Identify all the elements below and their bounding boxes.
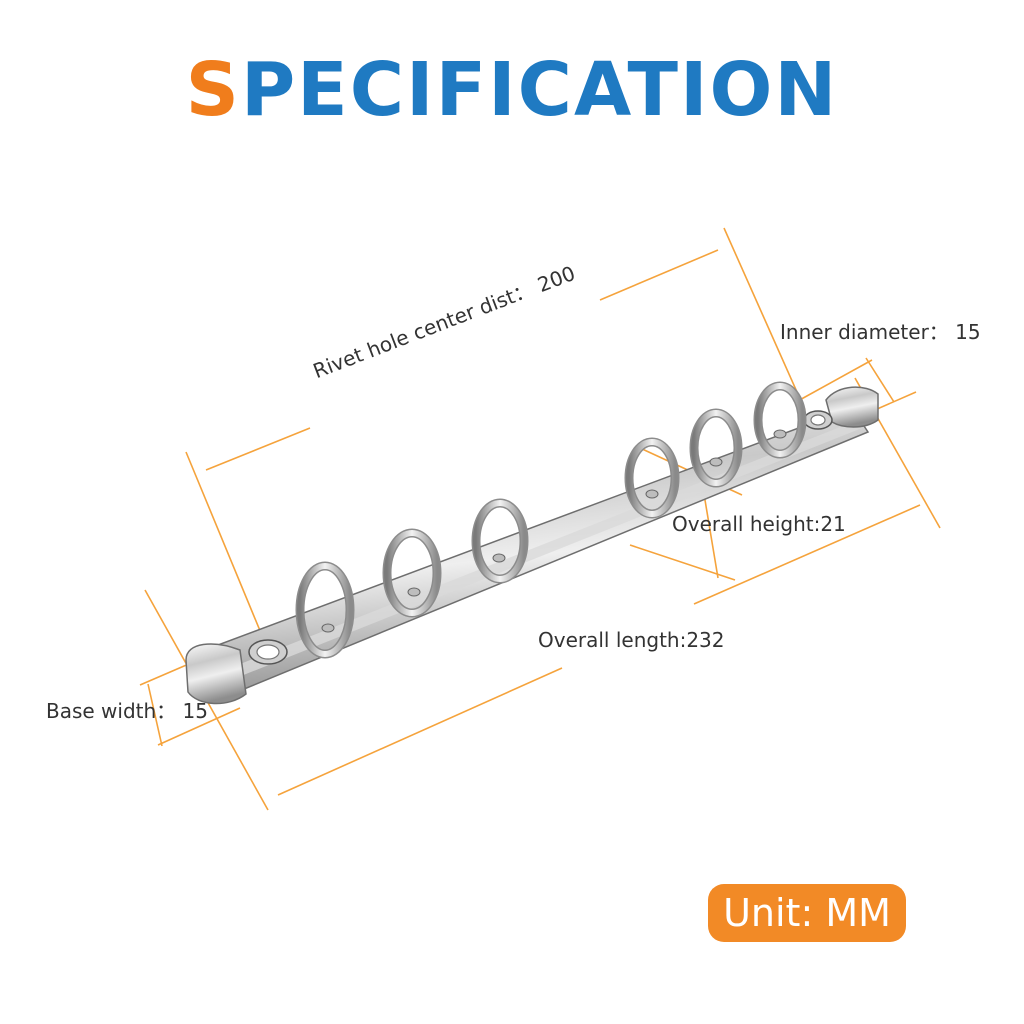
rivet-extension-left [185, 451, 269, 651]
page-title: SPECIFICATION [0, 48, 1024, 132]
title-first-letter: S [185, 47, 241, 133]
inner-diameter-top [795, 359, 873, 403]
rivet-dimension-right [599, 249, 719, 301]
base-width-label: Base width： 15 [46, 699, 208, 723]
height-bottom [629, 544, 736, 581]
rivet-dimension-left [205, 427, 311, 471]
inner-diameter-tick [865, 357, 895, 403]
binder-rings [295, 381, 807, 659]
base-width-tick [147, 683, 163, 747]
rivet-extension-right [723, 227, 806, 411]
base-width-bottom [157, 707, 241, 746]
ring-4 [624, 437, 680, 519]
ring-2 [382, 528, 442, 618]
ring-1 [295, 561, 355, 659]
rivet-hole-right [803, 410, 833, 430]
ring-6 [753, 381, 807, 459]
unit-badge: Unit: MM [708, 884, 906, 942]
overall-length-label: Overall length:232 [538, 628, 725, 652]
length-dimension-right [693, 504, 921, 605]
end-cap-right [825, 386, 879, 428]
ring-5 [689, 408, 743, 488]
overall-height-label: Overall height:21 [672, 512, 846, 536]
end-cap-left [185, 643, 247, 705]
rivet-hole-left [248, 639, 288, 665]
title-rest: PECIFICATION [240, 47, 839, 133]
ring-3 [471, 498, 529, 584]
length-dimension-left [277, 667, 563, 796]
inner-diameter-label: Inner diameter： 15 [780, 320, 981, 344]
